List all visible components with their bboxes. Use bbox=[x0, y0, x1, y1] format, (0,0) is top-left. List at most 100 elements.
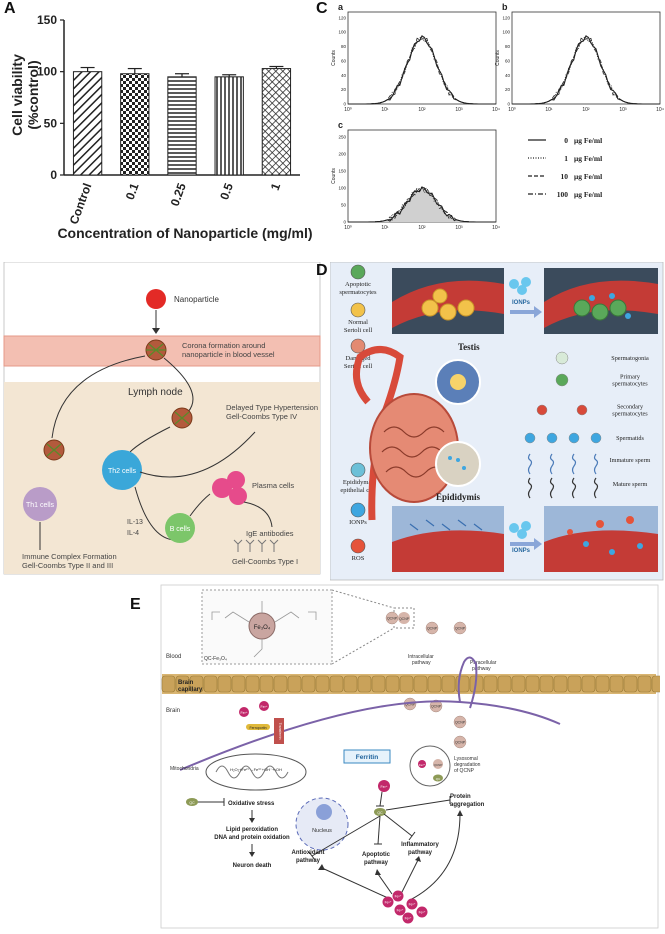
qc-icon-1: QC bbox=[189, 801, 195, 805]
histogram-series bbox=[512, 36, 660, 105]
blood-label: Blood bbox=[166, 654, 181, 660]
x-tick-label: 10⁰ bbox=[344, 107, 352, 113]
x-tick-label: 10⁴ bbox=[492, 225, 500, 231]
endothelial-cell bbox=[161, 675, 176, 693]
stage-sperm bbox=[593, 477, 599, 499]
fe2-particle bbox=[382, 896, 394, 908]
endothelial-cell bbox=[231, 675, 246, 693]
endothelial-cell bbox=[483, 675, 498, 693]
cell-membrane bbox=[179, 700, 561, 771]
plasma-label: Plasma cells bbox=[252, 481, 294, 490]
plasma-cells-icon bbox=[212, 471, 247, 505]
bar bbox=[214, 76, 244, 176]
qcnp-particle bbox=[425, 621, 439, 635]
th2-cell bbox=[102, 450, 142, 490]
panel-e-label: E bbox=[130, 596, 141, 613]
ferritin-box bbox=[343, 749, 391, 764]
stage-cell bbox=[546, 432, 558, 444]
endothelial-cell bbox=[385, 675, 400, 693]
y-tick-label: 50 bbox=[44, 116, 58, 130]
stage-sperm bbox=[593, 453, 599, 475]
legend-icon bbox=[350, 462, 366, 478]
endothelial-cell bbox=[301, 675, 316, 693]
legend-value: 10 bbox=[561, 172, 569, 181]
qcnp-inset-label: QCNP bbox=[399, 617, 410, 621]
endothelial-cell bbox=[539, 675, 554, 693]
legend-icon bbox=[350, 302, 366, 318]
endothelial-cell bbox=[525, 675, 540, 693]
subplot-label: b bbox=[502, 2, 508, 12]
y-tick-label: 0 bbox=[343, 220, 346, 225]
corona-label-line-2: nanoparticle in blood vessel bbox=[182, 350, 275, 359]
stage-label: Mature sperm bbox=[613, 481, 648, 488]
antioxidant-line-2: pathway bbox=[296, 858, 321, 864]
antioxidant-line-1: Antioxidant bbox=[292, 850, 325, 856]
y-tick-label: 100 bbox=[502, 30, 510, 35]
bar bbox=[167, 76, 197, 176]
stage-cell bbox=[524, 432, 536, 444]
fe2-particle bbox=[392, 890, 404, 902]
y-tick-label: 40 bbox=[341, 73, 347, 78]
delayed-label-line-1: Delayed Type Hypertension bbox=[226, 403, 318, 412]
legend-label: spermatocytes bbox=[339, 289, 377, 296]
fe2-particle-label: Fe²⁺ bbox=[409, 903, 416, 907]
lymph-node-label: Lymph node bbox=[128, 387, 183, 398]
qcnp-particle-label: QCNP bbox=[431, 705, 442, 709]
panel-a-label: A bbox=[4, 0, 16, 17]
legend-label: epithelial cell bbox=[340, 487, 375, 494]
endothelial-cell bbox=[329, 675, 344, 693]
legend-label: IONPs bbox=[349, 519, 367, 526]
paracellular-line-2: pathway bbox=[472, 666, 491, 672]
subplot-label: a bbox=[338, 2, 344, 12]
qc-icon-center: QC bbox=[377, 811, 383, 815]
mitochondria-icon bbox=[205, 753, 307, 791]
y-tick-label: 100 bbox=[338, 185, 346, 190]
endothelial-cell bbox=[623, 675, 638, 693]
nanoparticle-label: Nanoparticle bbox=[174, 295, 219, 304]
y-axis-title-line-1: Cell viability bbox=[9, 54, 25, 136]
b-cell bbox=[165, 513, 195, 543]
corona-label-line-1: Corona formation around bbox=[182, 341, 265, 350]
stage-sperm bbox=[549, 477, 555, 499]
endothelial-cell bbox=[175, 675, 190, 693]
endothelial-cell bbox=[357, 675, 372, 693]
y-tick-label: 150 bbox=[37, 13, 57, 27]
qcnp-particle-label: QCNP bbox=[405, 703, 416, 707]
mitochondria-label: Mitochondria bbox=[170, 766, 199, 772]
legend-value: 0 bbox=[564, 136, 568, 145]
x-tick-label: 0.5 bbox=[217, 181, 236, 202]
histogram-series bbox=[512, 35, 660, 105]
intracellular-line-1: Intracellular bbox=[408, 654, 434, 660]
th2-label: Th2 cells bbox=[108, 468, 137, 475]
y-tick-label: 0 bbox=[343, 102, 346, 107]
legend-unit: μg Fe/ml bbox=[574, 154, 602, 163]
th1-label: Th1 cells bbox=[26, 502, 55, 509]
y-tick-label: 50 bbox=[341, 202, 347, 207]
stage-label: Immature sperm bbox=[610, 457, 651, 464]
lipid-line-1: Lipid peroxidation bbox=[226, 827, 278, 833]
legend-label: ROS bbox=[352, 555, 365, 562]
stage-label: Spermatogonia bbox=[611, 355, 649, 362]
endothelial-cell bbox=[441, 675, 456, 693]
qc-lysosome: QC bbox=[436, 777, 441, 781]
legend-unit: μg Fe/ml bbox=[574, 172, 602, 181]
stage-cell bbox=[576, 404, 588, 416]
legend-icon bbox=[350, 538, 366, 554]
ionps-icon-bottom bbox=[509, 521, 531, 539]
legend-icon bbox=[350, 264, 366, 280]
brain-capillary-line-2: capillary bbox=[178, 687, 203, 693]
brain-capillary-line-1: Brain bbox=[178, 680, 194, 686]
legend-label: Sertoli cell bbox=[344, 327, 373, 334]
qcnp-particle-label: QCNP bbox=[387, 617, 398, 621]
endothelial-cell bbox=[273, 675, 288, 693]
endothelial-cell bbox=[427, 675, 442, 693]
x-tick-label: 0.25 bbox=[168, 181, 189, 208]
immune-response-diagram: Nanoparticle Corona formation around nan… bbox=[3, 262, 321, 575]
qcnp-particle-label: QCNP bbox=[455, 721, 466, 725]
endothelial-cell bbox=[609, 675, 624, 693]
y-tick-label: 0 bbox=[507, 102, 510, 107]
spermatogenesis-stages: SpermatogoniaPrimaryspermatocytesSeconda… bbox=[524, 351, 651, 499]
legend-value: 1 bbox=[564, 154, 568, 163]
